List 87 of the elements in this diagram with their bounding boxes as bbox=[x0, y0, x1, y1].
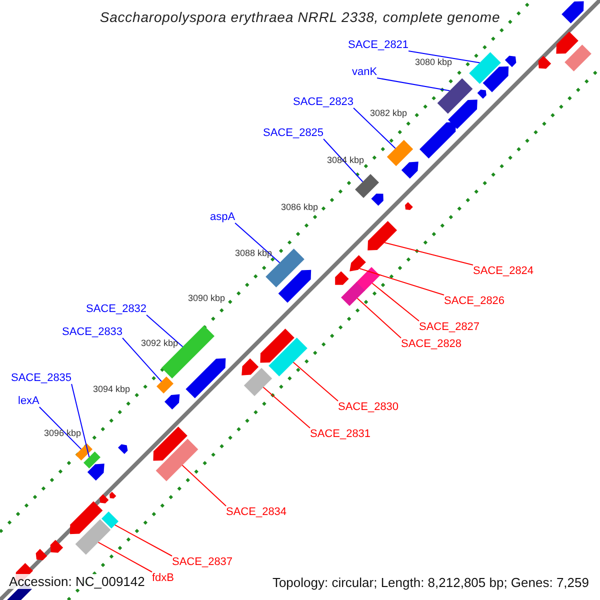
gene-label: SACE_2821 bbox=[348, 39, 409, 51]
gene-label: SACE_2823 bbox=[293, 96, 354, 108]
leader-line bbox=[292, 362, 338, 402]
gene-label: SACE_2825 bbox=[263, 127, 324, 139]
gene-label: vanK bbox=[352, 66, 378, 78]
gene-feature bbox=[164, 394, 180, 410]
gene-label: SACE_2833 bbox=[62, 326, 123, 338]
gene-feature bbox=[242, 358, 259, 376]
gene-feature bbox=[50, 540, 64, 553]
gene-block bbox=[386, 140, 414, 166]
leader-line bbox=[262, 386, 310, 428]
leader-line bbox=[372, 282, 420, 322]
gene-feature bbox=[556, 32, 578, 54]
gene-feature bbox=[448, 100, 478, 129]
gene-label: SACE_2831 bbox=[310, 428, 371, 440]
gene-feature bbox=[87, 464, 104, 481]
leader-line bbox=[353, 108, 396, 149]
gene-feature bbox=[100, 494, 109, 504]
tick-label: 3094 kbp bbox=[93, 384, 130, 394]
gene-feature bbox=[186, 358, 226, 398]
gene-label: SACE_2827 bbox=[419, 321, 480, 333]
tick-label: 3080 kbp bbox=[415, 57, 452, 67]
gene-label: SACE_2837 bbox=[172, 556, 233, 568]
leader-line bbox=[234, 222, 280, 264]
gene-feature bbox=[401, 162, 418, 179]
gene-label: aspA bbox=[210, 211, 236, 223]
gene-block bbox=[162, 326, 214, 378]
tick-label: 3086 kbp bbox=[281, 202, 318, 212]
gene-feature bbox=[368, 221, 397, 250]
gene-block bbox=[437, 78, 473, 114]
leader-line bbox=[323, 138, 364, 182]
tick-label: 3092 kbp bbox=[141, 338, 178, 348]
gene-feature bbox=[371, 194, 384, 206]
gene-label: SACE_2830 bbox=[338, 401, 399, 413]
gene-label: SACE_2828 bbox=[401, 338, 462, 350]
gene-label: SACE_2826 bbox=[444, 295, 505, 307]
gene-label: SACE_2835 bbox=[11, 372, 72, 384]
gene-feature bbox=[110, 492, 116, 498]
leader-line bbox=[408, 50, 480, 64]
gene-block bbox=[355, 174, 379, 198]
gene-feature bbox=[335, 271, 349, 285]
gene-feature bbox=[538, 56, 552, 69]
leader-line bbox=[122, 338, 162, 382]
leader-line bbox=[146, 314, 184, 348]
gene-block bbox=[356, 267, 380, 291]
gene-label: SACE_2832 bbox=[86, 303, 147, 315]
gene-feature bbox=[477, 90, 486, 99]
gene-block bbox=[156, 438, 198, 482]
leader-line bbox=[98, 542, 152, 572]
gene-block bbox=[244, 368, 272, 396]
gene-feature bbox=[420, 122, 456, 158]
gene-feature bbox=[70, 501, 103, 534]
leader-line bbox=[376, 78, 450, 92]
gene-feature bbox=[278, 270, 312, 303]
leader-line bbox=[182, 464, 226, 506]
gene-feature bbox=[562, 1, 584, 24]
gene-feature bbox=[36, 548, 48, 560]
leader-line bbox=[114, 524, 172, 556]
gene-block bbox=[76, 444, 92, 460]
gene-label: SACE_2834 bbox=[226, 506, 287, 518]
gene-feature bbox=[153, 426, 188, 461]
gene-label: SACE_2824 bbox=[473, 265, 534, 277]
gene-block bbox=[469, 52, 501, 84]
gene-block bbox=[268, 338, 308, 376]
gene-feature bbox=[350, 255, 366, 272]
tick-label: 3090 kbp bbox=[188, 293, 226, 303]
leader-line bbox=[71, 384, 90, 458]
map-title: Saccharopolyspora erythraea NRRL 2338, complete genome bbox=[98, 9, 502, 25]
gene-block bbox=[75, 519, 111, 555]
gene-block bbox=[102, 512, 118, 528]
leader-line bbox=[384, 242, 474, 266]
leader-line bbox=[356, 298, 402, 338]
gene-feature bbox=[118, 444, 128, 454]
gene-block bbox=[341, 282, 365, 306]
gene-feature bbox=[504, 56, 516, 68]
gene-label: fdxB bbox=[152, 572, 174, 584]
gene-block bbox=[564, 44, 592, 72]
leader-line bbox=[38, 406, 82, 450]
gene-feature bbox=[405, 202, 413, 210]
gene-feature bbox=[482, 66, 509, 92]
gene-block bbox=[156, 376, 174, 394]
gene-feature bbox=[260, 328, 294, 363]
gene-block bbox=[84, 452, 100, 468]
gene-label: lexA bbox=[18, 395, 40, 407]
tick-label: 3096 kbp bbox=[44, 428, 82, 438]
leader-line bbox=[359, 268, 444, 296]
tick-label: 3082 kbp bbox=[370, 108, 408, 118]
